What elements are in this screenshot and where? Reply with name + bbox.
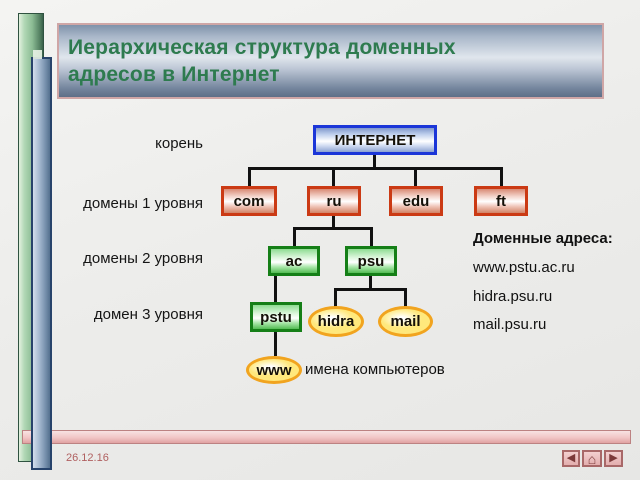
label-root: корень — [155, 135, 203, 152]
connector-ft-stub — [500, 167, 503, 186]
nav-forward-button[interactable]: ▶ — [604, 450, 623, 467]
connector-psu-down — [369, 276, 372, 291]
decor-glint — [33, 50, 42, 59]
connector-ac-pstu — [274, 276, 277, 302]
address-item: mail.psu.ru — [473, 316, 547, 333]
label-computer-names: имена компьютеров — [305, 361, 445, 378]
address-item: hidra.psu.ru — [473, 288, 553, 305]
back-arrow-icon: ◀ — [566, 452, 576, 464]
addresses-heading: Доменные адреса: — [473, 230, 613, 247]
page-title-line2: адресов в Интернет — [68, 63, 280, 86]
decor-bottom-rule — [22, 430, 631, 444]
label-level2: домены 2 уровня — [83, 250, 203, 267]
decor-blue-bar — [31, 57, 52, 470]
slide-date: 26.12.16 — [66, 452, 109, 464]
node-www: www — [246, 356, 302, 384]
connector-level2-rail — [293, 227, 373, 230]
label-level1: домены 1 уровня — [83, 195, 203, 212]
label-level3: домен 3 уровня — [93, 306, 203, 323]
node-mail: mail — [378, 306, 433, 337]
connector-root-down — [373, 155, 376, 170]
page-title-line1: Иерархическая структура доменных — [68, 36, 456, 59]
connector-psu-stub — [370, 227, 373, 246]
connector-pstu-www — [274, 332, 277, 356]
nav-home-button[interactable]: ⌂ — [582, 450, 602, 467]
connector-edu-stub — [414, 167, 417, 186]
connector-hidra-stub — [334, 288, 337, 308]
node-ac: ac — [268, 246, 320, 276]
title-box: Иерархическая структура доменных адресов… — [57, 23, 604, 99]
node-psu: psu — [345, 246, 397, 276]
node-com: com — [221, 186, 277, 216]
connector-level3-rail — [334, 288, 407, 291]
node-internet: ИНТЕРНЕТ — [313, 125, 437, 155]
node-pstu: pstu — [250, 302, 302, 332]
node-ft: ft — [474, 186, 528, 216]
connector-mail-stub — [404, 288, 407, 308]
node-ru: ru — [307, 186, 361, 216]
address-item: www.pstu.ac.ru — [473, 259, 575, 276]
forward-arrow-icon: ▶ — [609, 452, 618, 464]
connector-ru-down — [332, 216, 335, 230]
connector-ac-stub — [293, 227, 296, 246]
connector-com-stub — [248, 167, 251, 186]
connector-ru-stub — [332, 167, 335, 186]
home-icon: ⌂ — [587, 450, 597, 467]
nav-back-button[interactable]: ◀ — [562, 450, 580, 467]
node-edu: edu — [389, 186, 443, 216]
connector-level1-rail — [248, 167, 503, 170]
node-hidra: hidra — [308, 306, 364, 337]
